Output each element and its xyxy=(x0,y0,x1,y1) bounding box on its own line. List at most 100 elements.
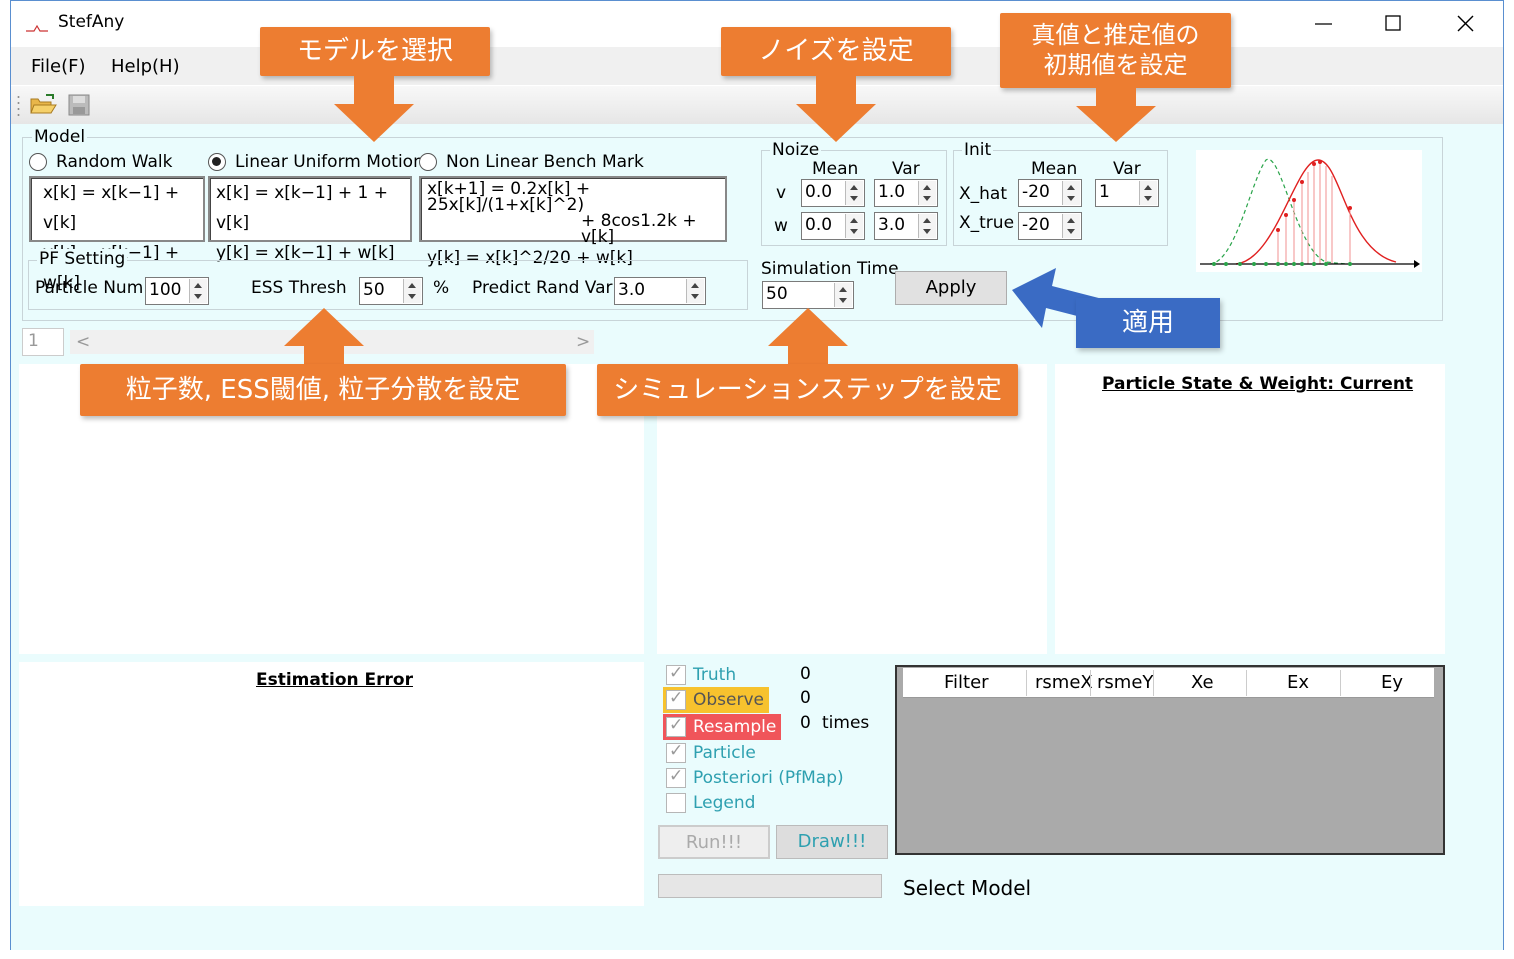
simulation-time-label: Simulation Time xyxy=(761,259,899,279)
init-group xyxy=(953,150,1168,246)
spinner-arrows-icon[interactable] xyxy=(403,279,421,303)
particle-num-spinner[interactable]: 100 xyxy=(145,277,209,305)
spinner-arrows-icon[interactable] xyxy=(845,214,863,238)
close-icon[interactable] xyxy=(1456,14,1476,34)
nl-eq-line1b: + 8cos1.2k + v[k] xyxy=(581,211,697,247)
resample-label: Resample xyxy=(693,717,777,737)
run-button[interactable]: Run!!! xyxy=(658,825,770,859)
menu-help[interactable]: Help(H) xyxy=(111,56,180,77)
grid-header-filter[interactable]: Filter xyxy=(944,672,989,693)
nl-eq-line1: x[k+1] = 0.2x[k] + 25x[k]/(1+x[k]^2) xyxy=(427,179,591,215)
pf-setting-label: PF Setting xyxy=(37,249,128,269)
status-text: Select Model xyxy=(903,876,1032,900)
random-walk-label: Random Walk xyxy=(56,152,173,172)
xhat-mean-spinner[interactable]: -20 xyxy=(1018,179,1082,207)
xhat-label: X_hat xyxy=(959,184,1008,204)
step-index-field[interactable]: 1 xyxy=(22,328,64,356)
resample-count: 0 xyxy=(800,713,811,733)
predict-rand-var-value: 3.0 xyxy=(618,280,646,300)
callout-init-line2: 初期値を設定 xyxy=(1043,51,1188,79)
random-walk-equation: x[k] = x[k−1] + v[k] y[k] = x[k−1] + w[k… xyxy=(29,176,205,293)
xhat-var-spinner[interactable]: 1 xyxy=(1095,179,1159,207)
linear-motion-equation: x[k] = x[k−1] + 1 + v[k] y[k] = x[k−1] +… xyxy=(208,176,412,263)
init-var-header: Var xyxy=(1113,159,1141,179)
toolbar xyxy=(11,86,1503,124)
particle-checkbox[interactable] xyxy=(666,741,686,763)
noize-w-label: w xyxy=(774,216,788,236)
arrow-down-model-icon xyxy=(334,76,414,142)
arrow-up-pf-icon xyxy=(284,308,364,366)
nonlinear-equation: x[k+1] = 0.2x[k] + 25x[k]/(1+x[k]^2) + 8… xyxy=(419,176,727,267)
callout-apply: 適用 xyxy=(1076,298,1220,348)
spinner-arrows-icon[interactable] xyxy=(1139,181,1157,205)
estimation-error-panel xyxy=(19,662,644,906)
predict-rand-var-label: Predict Rand Var xyxy=(472,278,613,298)
spinner-arrows-icon[interactable] xyxy=(1062,181,1080,205)
noize-v-mean-value: 0.0 xyxy=(805,182,833,202)
noize-w-var-spinner[interactable]: 3.0 xyxy=(874,212,938,240)
save-icon[interactable] xyxy=(67,93,91,117)
ess-thresh-value: 50 xyxy=(363,280,385,300)
lum-eq-line1: x[k] = x[k−1] + 1 + v[k] xyxy=(216,183,388,233)
init-group-label: Init xyxy=(962,140,994,160)
predict-rand-var-spinner[interactable]: 3.0 xyxy=(614,277,706,305)
draw-button[interactable]: Draw!!! xyxy=(776,825,888,859)
posteriori-label: Posteriori (PfMap) xyxy=(693,768,844,788)
estimation-error-title: Estimation Error xyxy=(256,670,413,690)
grid-header-rsmex[interactable]: rsmeX xyxy=(1035,672,1093,693)
legend-checkbox[interactable] xyxy=(666,793,686,813)
resample-checkbox[interactable] xyxy=(666,715,686,737)
simulation-time-spinner[interactable]: 50 xyxy=(762,281,854,309)
ess-thresh-label: ESS Thresh xyxy=(251,278,347,298)
grid-header-ex[interactable]: Ex xyxy=(1287,672,1310,693)
observe-label: Observe xyxy=(693,690,764,710)
spinner-arrows-icon[interactable] xyxy=(834,283,852,307)
spinner-arrows-icon[interactable] xyxy=(918,214,936,238)
grid-header-rsmey[interactable]: rsmeY xyxy=(1097,672,1154,693)
spinner-arrows-icon[interactable] xyxy=(845,181,863,205)
settings-frame xyxy=(22,137,1443,321)
grid-header-ey[interactable]: Ey xyxy=(1381,672,1404,693)
radio-random-walk[interactable] xyxy=(29,153,47,171)
noize-v-var-spinner[interactable]: 1.0 xyxy=(874,179,938,207)
spinner-arrows-icon[interactable] xyxy=(918,181,936,205)
nl-eq-line2: y[k] = x[k]^2/20 + w[k] xyxy=(427,248,633,268)
truth-checkbox[interactable] xyxy=(666,663,686,685)
particle-num-value: 100 xyxy=(149,280,182,300)
callout-set-noise: ノイズを設定 xyxy=(721,27,951,76)
scroll-left-icon[interactable]: < xyxy=(76,332,91,352)
noize-w-mean-spinner[interactable]: 0.0 xyxy=(801,212,865,240)
spinner-arrows-icon[interactable] xyxy=(189,279,207,303)
scroll-right-icon[interactable]: > xyxy=(576,332,591,352)
callout-set-pf: 粒子数, ESS閾値, 粒子分散を設定 xyxy=(80,364,566,416)
minimize-icon[interactable] xyxy=(1312,14,1336,34)
truth-label: Truth xyxy=(693,665,737,685)
progress-bar xyxy=(658,874,882,898)
apply-button[interactable]: Apply xyxy=(895,271,1007,305)
app-icon xyxy=(26,18,48,32)
observe-checkbox[interactable] xyxy=(666,688,686,710)
spinner-arrows-icon[interactable] xyxy=(686,279,704,303)
rw-eq-line1: x[k] = x[k−1] + v[k] xyxy=(43,183,180,233)
ess-thresh-spinner[interactable]: 50 xyxy=(359,277,423,305)
grid-header-xe[interactable]: Xe xyxy=(1191,672,1214,693)
particle-state-panel xyxy=(1055,364,1445,654)
spinner-arrows-icon[interactable] xyxy=(1062,214,1080,238)
simulation-time-value: 50 xyxy=(766,284,788,304)
radio-linear-uniform-motion[interactable] xyxy=(208,153,226,171)
folder-open-icon[interactable] xyxy=(29,93,57,117)
grid-divider xyxy=(1246,670,1247,696)
particle-num-label: Particle Num xyxy=(35,278,144,298)
noize-v-mean-spinner[interactable]: 0.0 xyxy=(801,179,865,207)
grid-divider xyxy=(1153,670,1154,696)
menu-file[interactable]: File(F) xyxy=(31,56,86,77)
window-title: StefAny xyxy=(58,12,125,32)
xtrue-mean-spinner[interactable]: -20 xyxy=(1018,212,1082,240)
noize-mean-header: Mean xyxy=(812,159,859,179)
radio-nonlinear-benchmark[interactable] xyxy=(419,153,437,171)
xtrue-label: X_true xyxy=(959,213,1015,233)
posteriori-checkbox[interactable] xyxy=(666,766,686,788)
linear-uniform-motion-label: Linear Uniform Motion xyxy=(235,152,424,172)
maximize-icon[interactable] xyxy=(1384,14,1404,34)
ess-percent-label: % xyxy=(433,278,450,298)
